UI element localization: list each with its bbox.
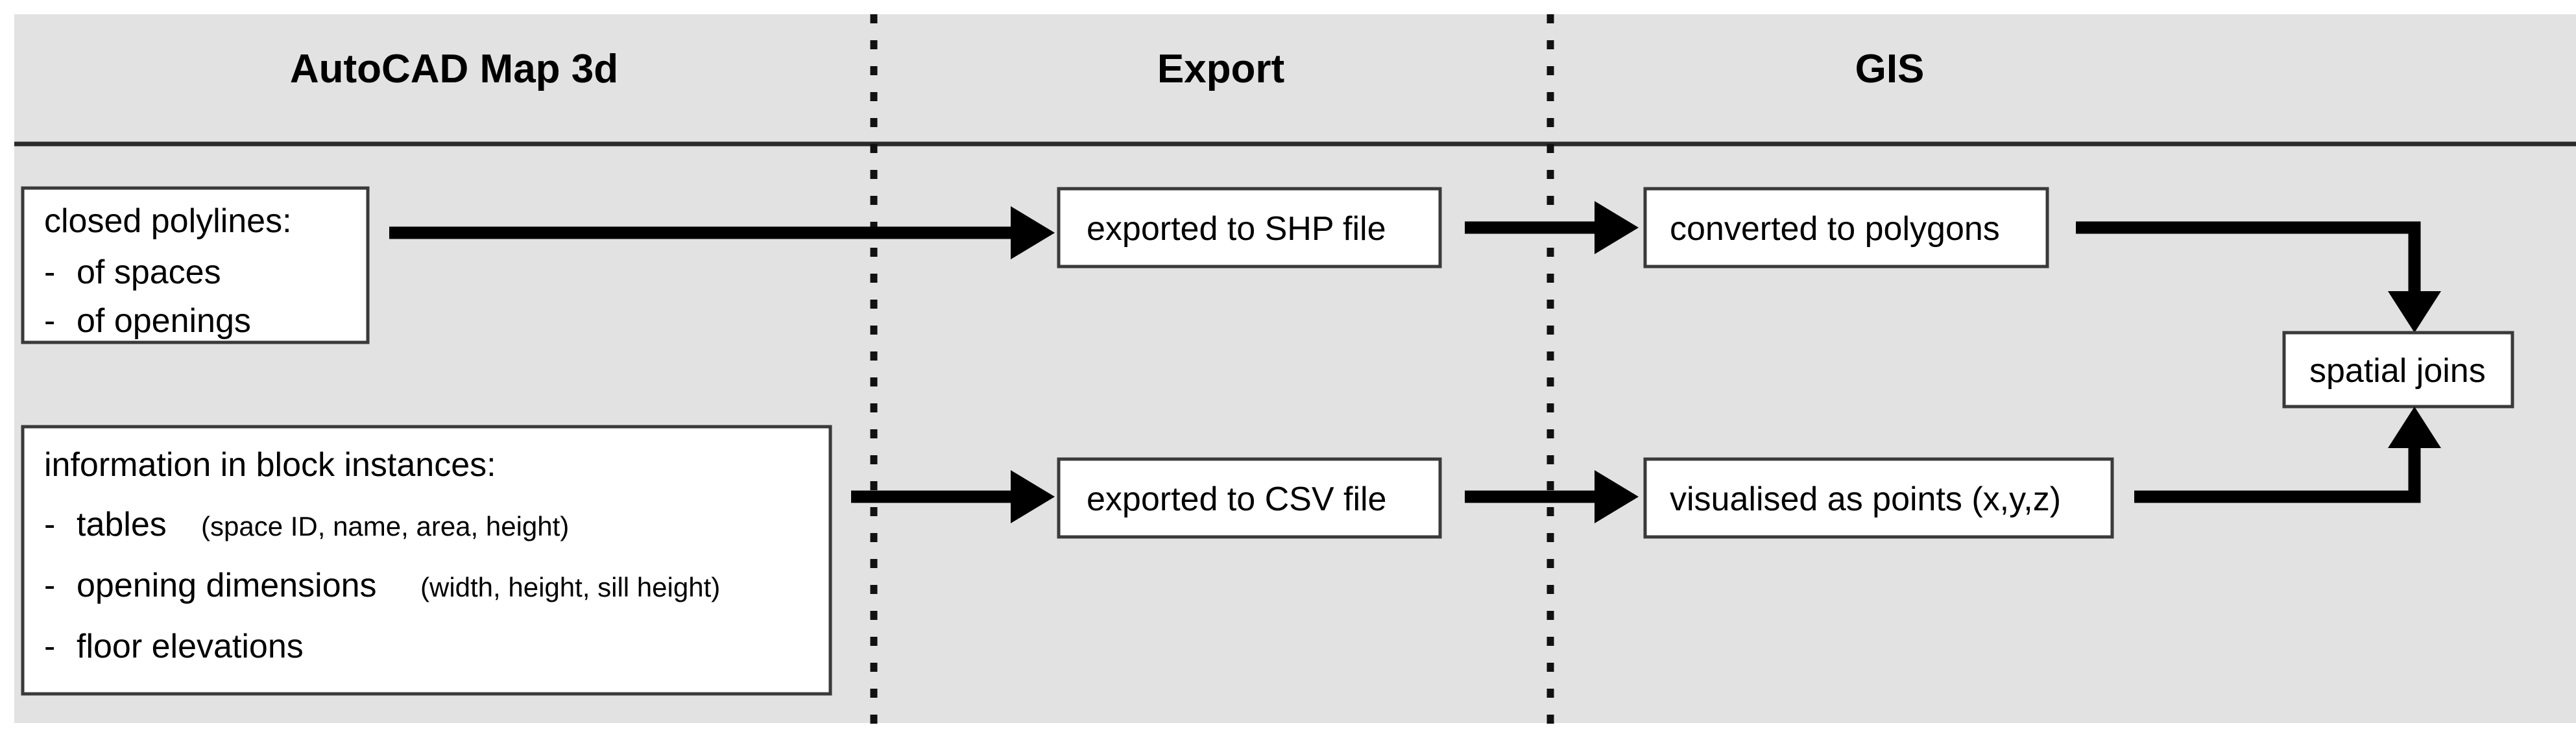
- column-header-gis: GIS: [1855, 47, 1925, 91]
- node-block-instances-bullet-1-text: opening dimensions: [77, 567, 377, 604]
- connector-csv-to-points: [1465, 470, 1639, 523]
- connector-shp-to-polygons: [1465, 201, 1639, 254]
- node-block-instances-bullet-0-marker: -: [44, 506, 55, 543]
- connector-polylines-to-shp: [389, 206, 1055, 259]
- node-exported-csv: [1057, 457, 1442, 539]
- node-block-instances-bullet-2-text: floor elevations: [77, 628, 304, 665]
- column-header-export: Export: [1157, 47, 1284, 91]
- node-visualised-points-label: visualised as points (x,y,z): [1670, 481, 2061, 518]
- node-closed-polylines-bullet-1-marker: -: [44, 302, 55, 340]
- node-exported-shp: [1057, 187, 1442, 268]
- connector-blockinfo-to-csv: [851, 470, 1055, 523]
- node-closed-polylines-bullet-1-text: of openings: [77, 302, 251, 340]
- node-converted-polygons: [1643, 187, 2049, 268]
- node-exported-csv-label: exported to CSV file: [1087, 481, 1386, 518]
- node-closed-polylines-bullet-0-text: of spaces: [77, 254, 221, 291]
- node-block-instances-bullet-1-marker: -: [44, 567, 55, 604]
- node-block-instances: [21, 425, 832, 696]
- node-block-instances-bullet-0-text: tables: [77, 506, 167, 543]
- node-block-instances-bullet-2-marker: -: [44, 628, 55, 665]
- node-visualised-points: [1643, 457, 2114, 539]
- node-spatial-joins-label: spatial joins: [2309, 352, 2486, 390]
- node-block-instances-bullet-0-detail: (space ID, name, area, height): [201, 511, 569, 541]
- node-block-instances-bullet-1-detail: (width, height, sill height): [420, 572, 720, 602]
- node-closed-polylines-title: closed polylines:: [44, 202, 292, 240]
- connector-points-to-joins: [2134, 407, 2441, 503]
- node-spatial-joins: [2282, 331, 2514, 409]
- node-block-instances-title: information in block instances:: [44, 446, 496, 484]
- node-closed-polylines: [21, 186, 370, 344]
- node-converted-polygons-label: converted to polygons: [1670, 210, 2000, 248]
- node-closed-polylines-bullet-0-marker: -: [44, 254, 55, 291]
- node-exported-shp-label: exported to SHP file: [1087, 210, 1386, 248]
- column-header-autocad: AutoCAD Map 3d: [290, 47, 618, 91]
- connector-polygons-to-joins: [2076, 221, 2441, 333]
